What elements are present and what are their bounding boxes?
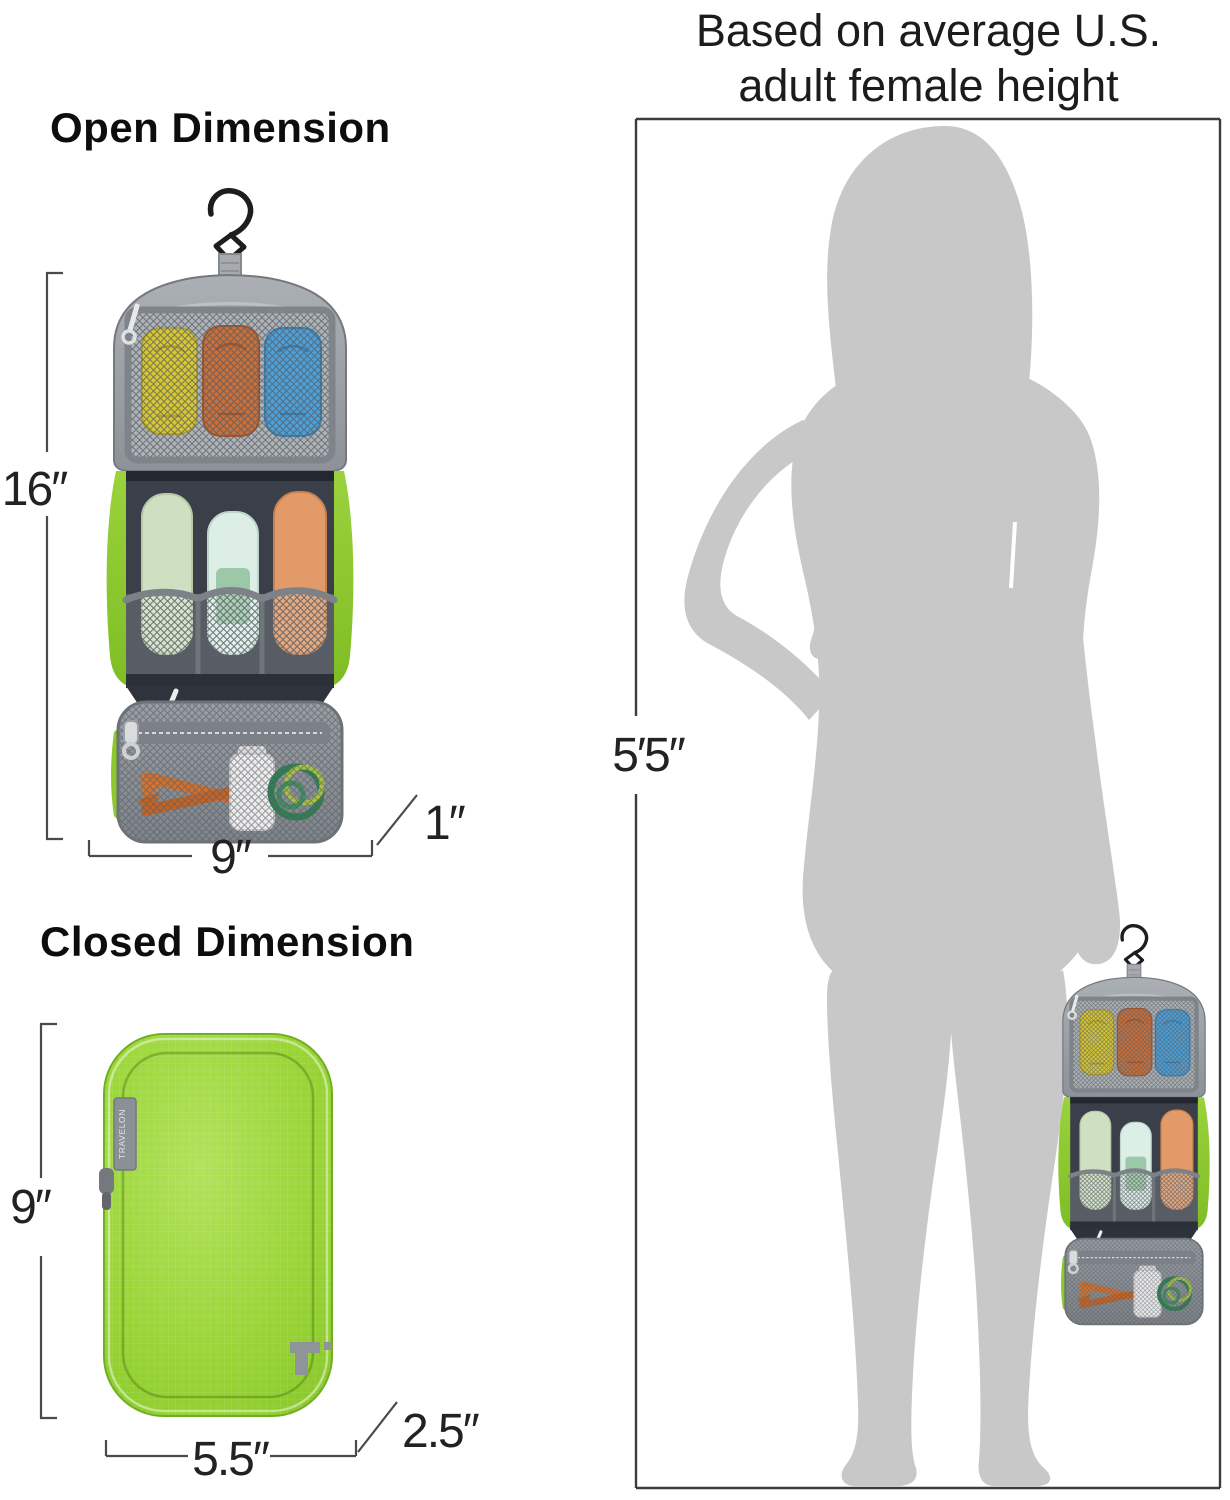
silhouette-right-leg — [949, 970, 1068, 1486]
silhouette-right-arm — [1011, 414, 1121, 965]
brand-tab: TRAVELON — [113, 1097, 137, 1171]
closed-width-label: 5.5″ — [192, 1433, 270, 1486]
open-height-label: 16″ — [1, 463, 68, 516]
closed-zipper-pull-icon — [99, 1168, 114, 1210]
piping-seam — [107, 1037, 329, 1413]
arm-gap-highlight — [1009, 521, 1017, 589]
silhouette-left-leg — [827, 968, 953, 1486]
silhouette-left-arm — [684, 420, 833, 720]
closed-depth-label: 2.5″ — [402, 1405, 480, 1458]
closed-depth-line — [357, 1401, 398, 1453]
closed-height-label: 9″ — [10, 1181, 52, 1234]
silhouette-head — [879, 138, 1011, 314]
figure-height-label: 5′5″ — [612, 729, 685, 782]
scale-caption: Based on average U.S. adult female heigh… — [635, 4, 1222, 114]
scale-caption-line2: adult female height — [738, 59, 1119, 111]
closed-height-line — [39, 1022, 57, 1420]
open-depth-label: 1″ — [424, 797, 466, 850]
closed-width-line — [104, 1440, 358, 1458]
open-width-line — [87, 840, 374, 858]
open-width-label: 9″ — [210, 831, 252, 884]
silhouette-neck — [917, 290, 973, 366]
open-height-line — [45, 271, 63, 841]
open-dimension-heading: Open Dimension — [50, 104, 391, 151]
travelon-logo-icon — [290, 1342, 332, 1375]
closed-dimension-heading: Closed Dimension — [40, 918, 415, 965]
open-bag-scale-illustration — [1042, 924, 1226, 1328]
brand-tab-label: TRAVELON — [117, 1109, 127, 1159]
scale-caption-line1: Based on average U.S. — [695, 5, 1162, 56]
scale-frame-border — [634, 117, 1222, 1490]
stitch-seam — [121, 1051, 315, 1399]
female-silhouette — [684, 126, 1121, 1486]
open-bag-illustration — [80, 188, 380, 848]
closed-bag-illustration: TRAVELON — [99, 1033, 333, 1417]
open-depth-line — [376, 794, 418, 846]
